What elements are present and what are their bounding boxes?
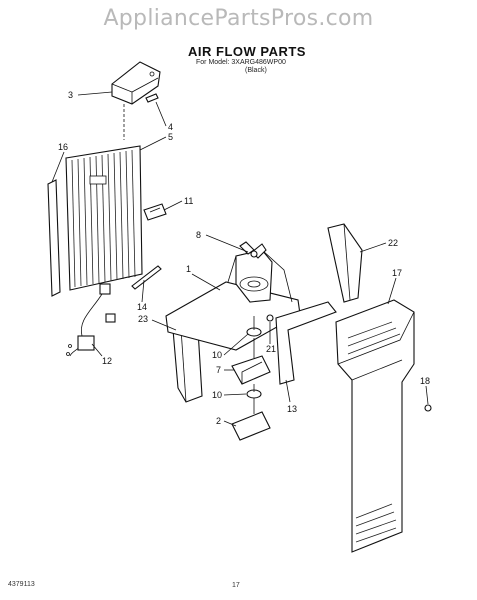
callout-17: 17 [392, 268, 402, 278]
model-number: For Model: 3XARG486WP00 [196, 59, 286, 66]
callout-10-upper: 10 [212, 350, 222, 360]
watermark: AppliancePartsPros.com [103, 6, 374, 31]
part-12-wire-harness [66, 283, 116, 357]
part-17-duct-cover [335, 299, 415, 553]
callout-3: 3 [68, 90, 73, 100]
part-16-gasket [47, 179, 61, 297]
part-2-motor-bracket [231, 398, 271, 441]
callout-12: 12 [102, 356, 112, 366]
part-10-grommet-upper [246, 316, 262, 337]
part-14-screw [131, 265, 162, 290]
page-number: 17 [232, 582, 240, 589]
part-10-grommet-lower [246, 384, 262, 399]
part-18-screw [424, 404, 432, 412]
part-3-housing-cover [111, 61, 161, 105]
callout-8: 8 [196, 230, 201, 240]
callout-2: 2 [216, 416, 221, 426]
callout-16: 16 [58, 142, 68, 152]
callouts: 3 4 5 16 11 8 22 1 17 14 23 21 10 12 7 1… [51, 90, 430, 427]
part-13-rear-duct [275, 301, 337, 385]
callout-10-lower: 10 [212, 390, 222, 400]
part-22-right-duct [327, 223, 363, 303]
part-8-fan-blade [239, 241, 267, 259]
callout-5: 5 [168, 132, 173, 142]
callout-22: 22 [388, 238, 398, 248]
callout-14: 14 [137, 302, 147, 312]
part-7-fan-motor [231, 338, 271, 385]
part-4-clip [145, 93, 159, 103]
part-1-fan-housing [165, 249, 301, 351]
part-11-bracket [143, 203, 167, 221]
callout-21: 21 [266, 344, 276, 354]
callout-11: 11 [184, 196, 193, 206]
color-variant: (Black) [245, 67, 267, 74]
document-number: 4379113 [8, 581, 35, 588]
callout-18: 18 [420, 376, 430, 386]
page-title: AIR FLOW PARTS [188, 44, 306, 59]
callout-13: 13 [287, 404, 297, 414]
callout-4: 4 [168, 122, 173, 132]
part-21-screw [266, 314, 274, 322]
callout-7: 7 [216, 365, 221, 375]
back-panel [65, 145, 143, 291]
callout-1: 1 [186, 264, 191, 274]
callout-23: 23 [138, 314, 148, 324]
